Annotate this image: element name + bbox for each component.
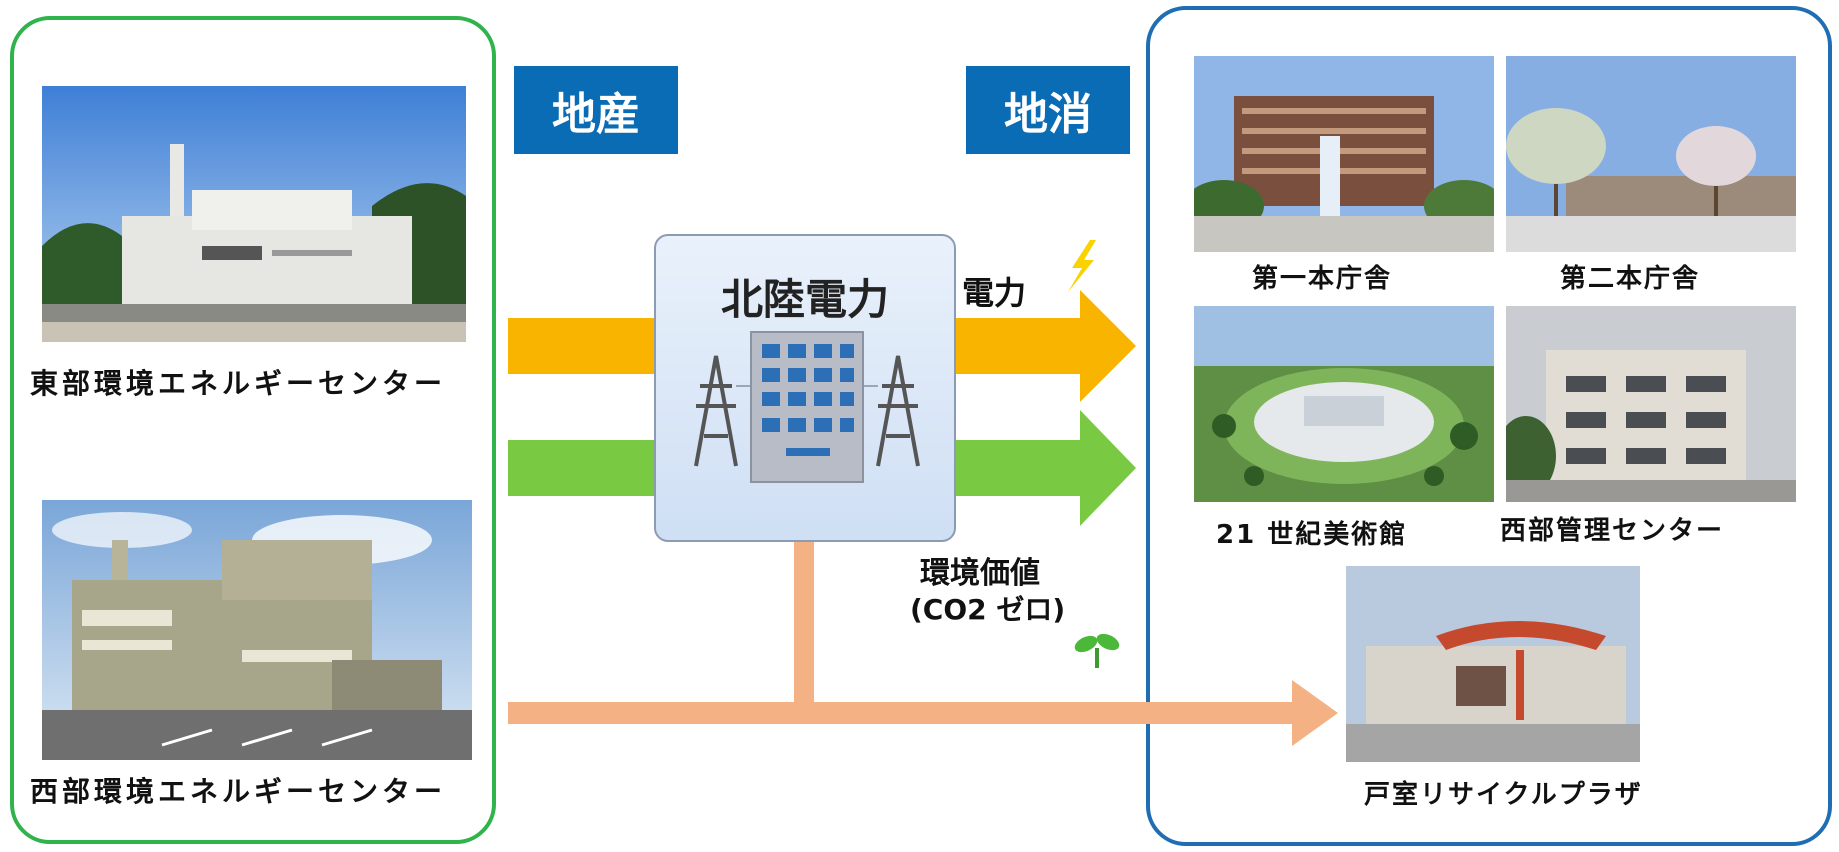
photo-tomuro-recycle-plaza <box>1346 566 1640 762</box>
direct-horizontal-line <box>508 702 1302 724</box>
power-tower-icon <box>694 355 738 467</box>
utility-name: 北陸電力 <box>720 275 889 324</box>
photo-west-management-center <box>1506 306 1796 502</box>
lightning-icon <box>1068 240 1096 292</box>
sprout-icon <box>1074 633 1120 668</box>
power-tower-icon <box>876 355 920 467</box>
env-value-label-1: 環境価値 <box>920 556 1040 591</box>
consumption-group-box <box>1146 6 1832 846</box>
caption-tomuro-recycle-plaza: 戸室リサイクルプラザ <box>1364 780 1643 810</box>
direct-vertical-line <box>794 540 814 712</box>
env-value-arrow <box>954 410 1136 526</box>
tag-production: 地産 <box>514 66 678 154</box>
photo-west-energy-center <box>42 500 472 760</box>
env-input-band <box>508 440 658 496</box>
tag-consumption: 地消 <box>966 66 1130 154</box>
photo-second-main-building <box>1506 56 1796 252</box>
office-building-icon <box>750 331 864 483</box>
caption-first-main-building: 第一本庁舎 <box>1252 264 1393 294</box>
caption-east-energy-center: 東部環境エネルギーセンター <box>30 367 447 400</box>
photo-21st-century-museum <box>1194 306 1494 502</box>
power-arrow <box>954 290 1136 402</box>
caption-west-management-center: 西部管理センター <box>1500 516 1725 546</box>
caption-second-main-building: 第二本庁舎 <box>1560 264 1701 294</box>
production-group-box <box>10 16 496 844</box>
direct-arrow-head <box>1292 680 1338 746</box>
power-label: 電力 <box>962 274 1027 312</box>
power-input-band <box>508 318 658 374</box>
caption-21st-century-museum: 21 世紀美術館 <box>1216 520 1408 550</box>
hokuriku-electric-box: 北陸電力 <box>654 234 956 542</box>
photo-east-energy-center <box>42 86 466 342</box>
caption-west-energy-center: 西部環境エネルギーセンター <box>30 775 447 808</box>
photo-first-main-building <box>1194 56 1494 252</box>
env-value-label-2: (CO2 ゼロ) <box>910 593 1066 626</box>
